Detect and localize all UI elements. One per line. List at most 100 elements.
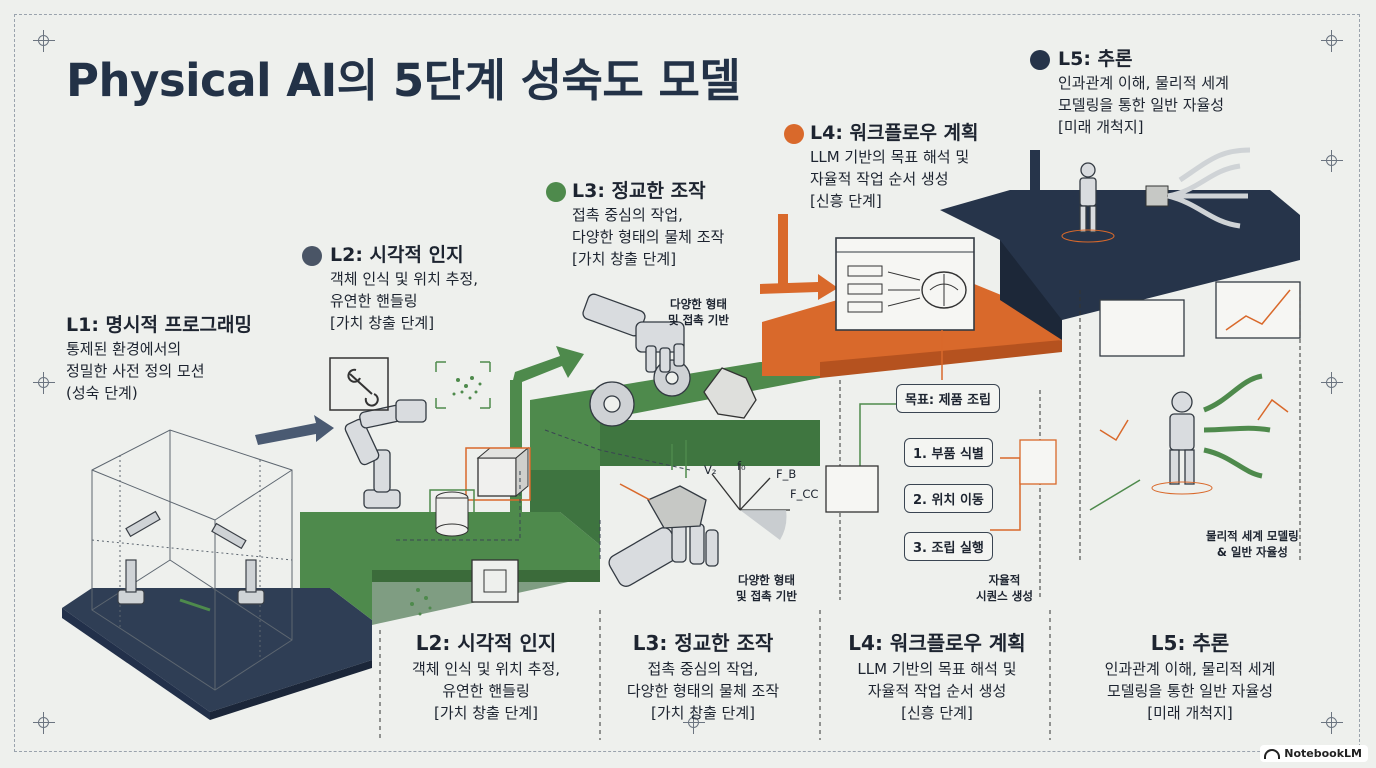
l3-label: L3: 정교한 조작 접촉 중심의 작업, 다양한 형태의 물체 조작 [가치 … — [572, 178, 724, 270]
l3-lower-hand — [608, 485, 719, 587]
bottom-l3-line1: 접촉 중심의 작업, — [647, 660, 759, 678]
l4-llm-screen — [835, 237, 975, 331]
bottom-l4-line3: [신흥 단계] — [901, 704, 973, 722]
force-label-fb: F_B — [776, 467, 797, 481]
contact-note-bottom-line1: 다양한 형태 — [738, 573, 795, 587]
l1-label: L1: 명시적 프로그래밍 통제된 환경에서의 정밀한 사전 정의 모션 (성숙… — [66, 312, 252, 404]
l3-polyhedron — [703, 367, 757, 419]
bottom-l5-line3: [미래 개척지] — [1147, 704, 1233, 722]
bottom-l3-line2: 다양한 형태의 물체 조작 — [626, 682, 780, 700]
l2-line2: 유연한 핸들링 — [330, 292, 418, 310]
l5-heading: L5: 추론 — [1058, 48, 1133, 70]
l1-robots — [117, 510, 265, 605]
l5-line1: 인과관계 이해, 물리적 세계 — [1058, 74, 1229, 92]
checklist-icon — [1019, 439, 1057, 485]
bottom-l4-line1: LLM 기반의 목표 해석 및 — [857, 660, 1017, 678]
step-identify-parts: 1. 부품 식별 — [904, 438, 993, 467]
l1-heading: L1: 명시적 프로그래밍 — [66, 314, 252, 336]
crosshair-icon — [1321, 372, 1343, 394]
crosshair-icon — [33, 30, 55, 52]
l2-robot-arm — [344, 399, 427, 509]
hand-icon — [546, 182, 566, 202]
l5-line2: 모델링을 통한 일반 자율성 — [1058, 96, 1225, 114]
force-label-f0: f₀ — [737, 459, 746, 473]
crosshair-icon — [1321, 150, 1343, 172]
l4-label: L4: 워크플로우 계획 LLM 기반의 목표 해석 및 자율적 작업 순서 생… — [810, 120, 979, 212]
l1-line3: (성숙 단계) — [66, 384, 138, 402]
l5-label: L5: 추론 인과관계 이해, 물리적 세계 모델링을 통한 일반 자율성 [미… — [1058, 46, 1229, 138]
l3-line2: 다양한 형태의 물체 조작 — [572, 228, 725, 246]
bottom-l2-line1: 객체 인식 및 위치 추정, — [411, 660, 561, 678]
l5-world-model — [1099, 281, 1301, 357]
bottom-l2-line3: [가치 창출 단계] — [433, 704, 539, 722]
l3-robot-hand — [582, 293, 685, 373]
lightbulb-icon — [1030, 50, 1050, 70]
l4-line3: [신흥 단계] — [810, 192, 882, 210]
l2-line3: [가치 창출 단계] — [330, 314, 435, 332]
world-model-note-line2: & 일반 자율성 — [1216, 545, 1288, 559]
contact-note-top: 다양한 형태 및 접촉 기반 — [668, 296, 729, 328]
page-title: Physical AI의 5단계 성숙도 모델 — [66, 54, 741, 107]
l1-line2: 정밀한 사전 정의 모션 — [66, 362, 205, 380]
bottom-l4-line2: 자율적 작업 순서 생성 — [867, 682, 1007, 700]
contact-note-bottom-line2: 및 접촉 기반 — [736, 589, 797, 603]
l4-heading: L4: 워크플로우 계획 — [810, 122, 979, 144]
world-model-note-line1: 물리적 세계 모델링 — [1206, 529, 1299, 543]
bottom-l2-line2: 유연한 핸들링 — [442, 682, 530, 700]
l4-flow — [941, 330, 1021, 531]
goal-box: 목표: 제품 조립 — [896, 384, 1001, 413]
step-move-position: 2. 위치 이동 — [904, 484, 993, 513]
brand-label: NotebookLM — [1284, 747, 1362, 760]
l2-line1: 객체 인식 및 위치 추정, — [330, 270, 479, 288]
l3-line3: [가치 창출 단계] — [572, 250, 677, 268]
l2-cube — [477, 457, 517, 497]
bottom-l3-heading: L3: 정교한 조작 — [632, 631, 774, 655]
l1-block — [62, 588, 372, 712]
chip-icon — [471, 559, 519, 603]
eye-icon — [302, 246, 322, 266]
force-label-fcc: F_CC — [790, 487, 819, 501]
crosshair-icon — [33, 372, 55, 394]
sequence-note-line2: 시퀀스 생성 — [976, 589, 1033, 603]
bottom-l5-line1: 인과관계 이해, 물리적 세계 — [1104, 660, 1276, 678]
bottom-l3: L3: 정교한 조작 접촉 중심의 작업, 다양한 형태의 물체 조작 [가치 … — [598, 628, 808, 724]
crosshair-icon — [683, 712, 705, 734]
sequence-note: 자율적 시퀀스 생성 — [976, 572, 1033, 604]
notebooklm-watermark: NotebookLM — [1260, 745, 1368, 762]
bottom-l2: L2: 시각적 인지 객체 인식 및 위치 추정, 유연한 핸들링 [가치 창출… — [386, 628, 586, 724]
l2-heading: L2: 시각적 인지 — [330, 244, 464, 266]
force-label-vx: V₂ — [704, 463, 717, 477]
bottom-l4-heading: L4: 워크플로우 계획 — [848, 631, 1026, 655]
wrench-icon — [347, 368, 379, 407]
flow-lines — [396, 429, 691, 560]
sequence-note-line1: 자율적 — [988, 573, 1021, 587]
l3-heading: L3: 정교한 조작 — [572, 180, 706, 202]
crosshair-icon — [33, 712, 55, 734]
world-model-note: 물리적 세계 모델링 & 일반 자율성 — [1206, 528, 1299, 560]
bottom-l5-line2: 모델링을 통한 일반 자율성 — [1106, 682, 1274, 700]
l5-humanoid — [1079, 162, 1097, 233]
l2-label: L2: 시각적 인지 객체 인식 및 위치 추정, 유연한 핸들링 [가치 창출… — [330, 242, 478, 334]
bottom-l2-heading: L2: 시각적 인지 — [415, 631, 557, 655]
crosshair-icon — [1321, 30, 1343, 52]
contact-note-bottom: 다양한 형태 및 접촉 기반 — [736, 572, 797, 604]
bottom-l3-line3: [가치 창출 단계] — [650, 704, 756, 722]
l3-line1: 접촉 중심의 작업, — [572, 206, 683, 224]
bottom-l5-heading: L5: 추론 — [1150, 631, 1230, 655]
l2-point-cloud — [452, 376, 482, 400]
doc-icon — [825, 465, 879, 513]
l5-green-arrows — [1203, 373, 1271, 479]
bottom-l4: L4: 워크플로우 계획 LLM 기반의 목표 해석 및 자율적 작업 순서 생… — [832, 628, 1042, 724]
crosshair-icon — [1321, 712, 1343, 734]
contact-note-top-line1: 다양한 형태 — [670, 297, 727, 311]
l5-line3: [미래 개척지] — [1058, 118, 1144, 136]
dashed-border — [14, 14, 1360, 752]
l2-block — [300, 512, 600, 620]
l5-humanoid-large — [1169, 391, 1195, 485]
l2-scan-frames — [329, 357, 491, 411]
brain-icon — [784, 124, 804, 144]
bottom-l5: L5: 추론 인과관계 이해, 물리적 세계 모델링을 통한 일반 자율성 [미… — [1080, 628, 1300, 724]
l1-line1: 통제된 환경에서의 — [66, 340, 182, 358]
